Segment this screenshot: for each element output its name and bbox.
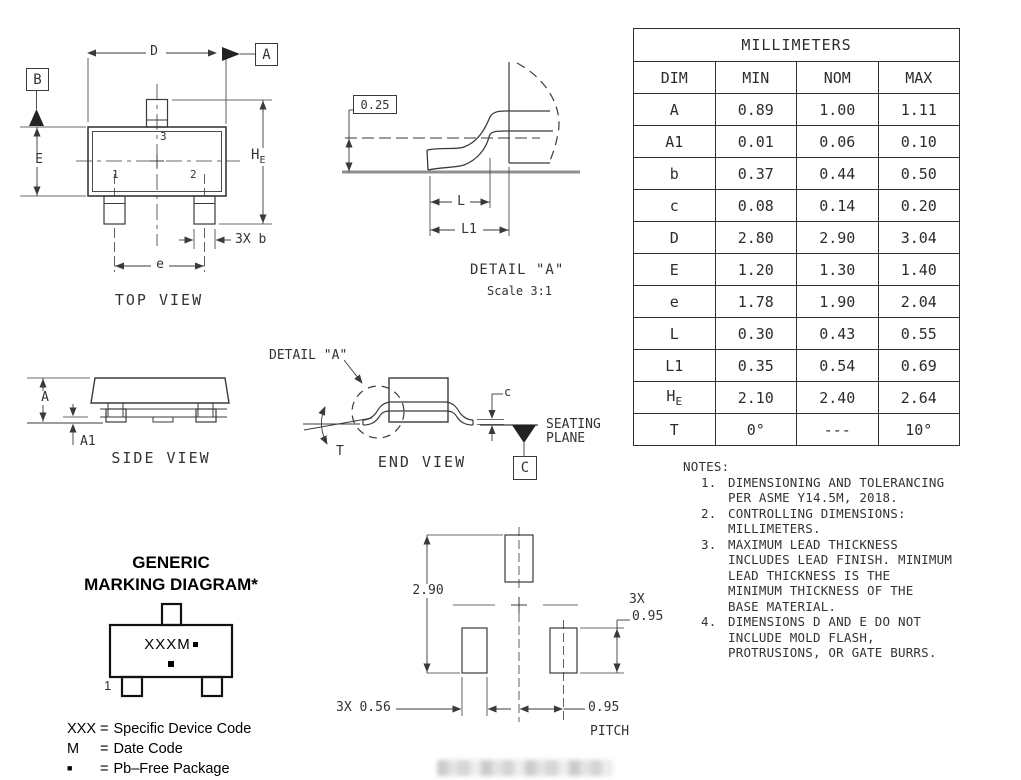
col-header-min: MIN [714,61,797,94]
pbfree-square-icon [168,661,174,667]
seating-plane-label-line1: SEATING [546,417,601,432]
dim-label-a: A [35,390,55,406]
pin-3-number: 3 [160,130,167,143]
redacted-blur-region [437,760,613,776]
marking-legend: XXX=Specific Device Code M=Date Code ■=P… [67,720,251,780]
dim-label-c: c [504,385,512,399]
marking-title-line2: MARKING DIAGRAM* [84,575,258,594]
detail-a-reference: DETAIL "A" [269,348,348,363]
dim-label-l1: L1 [455,222,483,238]
legend-row: ■=Pb–Free Package [67,761,230,777]
pin-2-number: 2 [190,168,197,181]
note-item: 4. DIMENSIONS D AND E DO NOT INCLUDE MOL… [701,614,937,660]
note-item: 1. DIMENSIONING AND TOLERANCING PER ASME… [701,474,945,506]
datum-flag-b: B [26,68,49,91]
legend-row: M=Date Code [67,740,183,757]
detail-a-linework [342,62,580,236]
dim-label-t: T [336,444,344,459]
dim-label-e-pitch: e [151,257,169,273]
marking-diagram-title: GENERIC MARKING DIAGRAM* [40,552,302,596]
dim-label-he: HE [249,147,268,166]
pin-1-number: 1 [112,168,119,181]
dim-label-2-90: 2.90 [403,583,453,599]
table-title: MILLIMETERS [633,28,960,62]
dim-label-e-body: E [29,152,49,168]
marking-pin1-number: 1 [104,678,112,693]
gauge-plane-box: 0.25 [353,95,397,114]
marking-package-linework [108,602,234,698]
note-item: 2. CONTROLLING DIMENSIONS: MILLIMETERS. [701,505,906,537]
side-view-linework [27,377,230,445]
end-view-title: END VIEW [377,453,467,471]
col-header-dim: DIM [633,61,716,94]
dim-label-l: L [452,194,470,210]
table-row: HE 2.10 2.40 2.64 [633,381,960,414]
notes-heading: NOTES: [683,459,730,474]
dim-label-d: D [150,44,158,59]
detail-a-scale: Scale 3:1 [487,284,553,298]
col-header-nom: NOM [796,61,879,94]
seating-plane-label-line2: PLANE [546,431,586,446]
footprint-linework [396,527,630,722]
datum-flag-a: A [255,43,278,66]
marking-code: XXXM [110,636,232,653]
top-view-linework [20,47,272,272]
dim-label-3x: 3X [629,592,645,607]
legend-row: XXX=Specific Device Code [67,721,252,737]
top-view-title: TOP VIEW [114,291,204,309]
detail-a-title: DETAIL "A" [470,262,565,278]
marking-title-line1: GENERIC [132,553,210,572]
dim-label-a1: A1 [80,434,96,449]
pitch-label: PITCH [590,724,630,739]
end-view-linework [303,359,538,456]
dim-label-3x-0-56: 3X 0.56 [336,700,391,715]
side-view-title: SIDE VIEW [111,449,211,467]
dim-label-0-95-pitch: 0.95 [588,700,620,715]
note-item: 3. MAXIMUM LEAD THICKNESS INCLUDES LEAD … [701,536,953,614]
dim-label-0-95-pad: 0.95 [632,609,664,624]
notes-block: NOTES: 1. DIMENSIONING AND TOLERANCING P… [683,459,975,661]
dim-label-3x-b: 3X b [235,232,267,247]
col-header-max: MAX [877,61,960,94]
pbfree-square-icon [192,642,198,647]
datum-flag-c: C [513,456,537,480]
